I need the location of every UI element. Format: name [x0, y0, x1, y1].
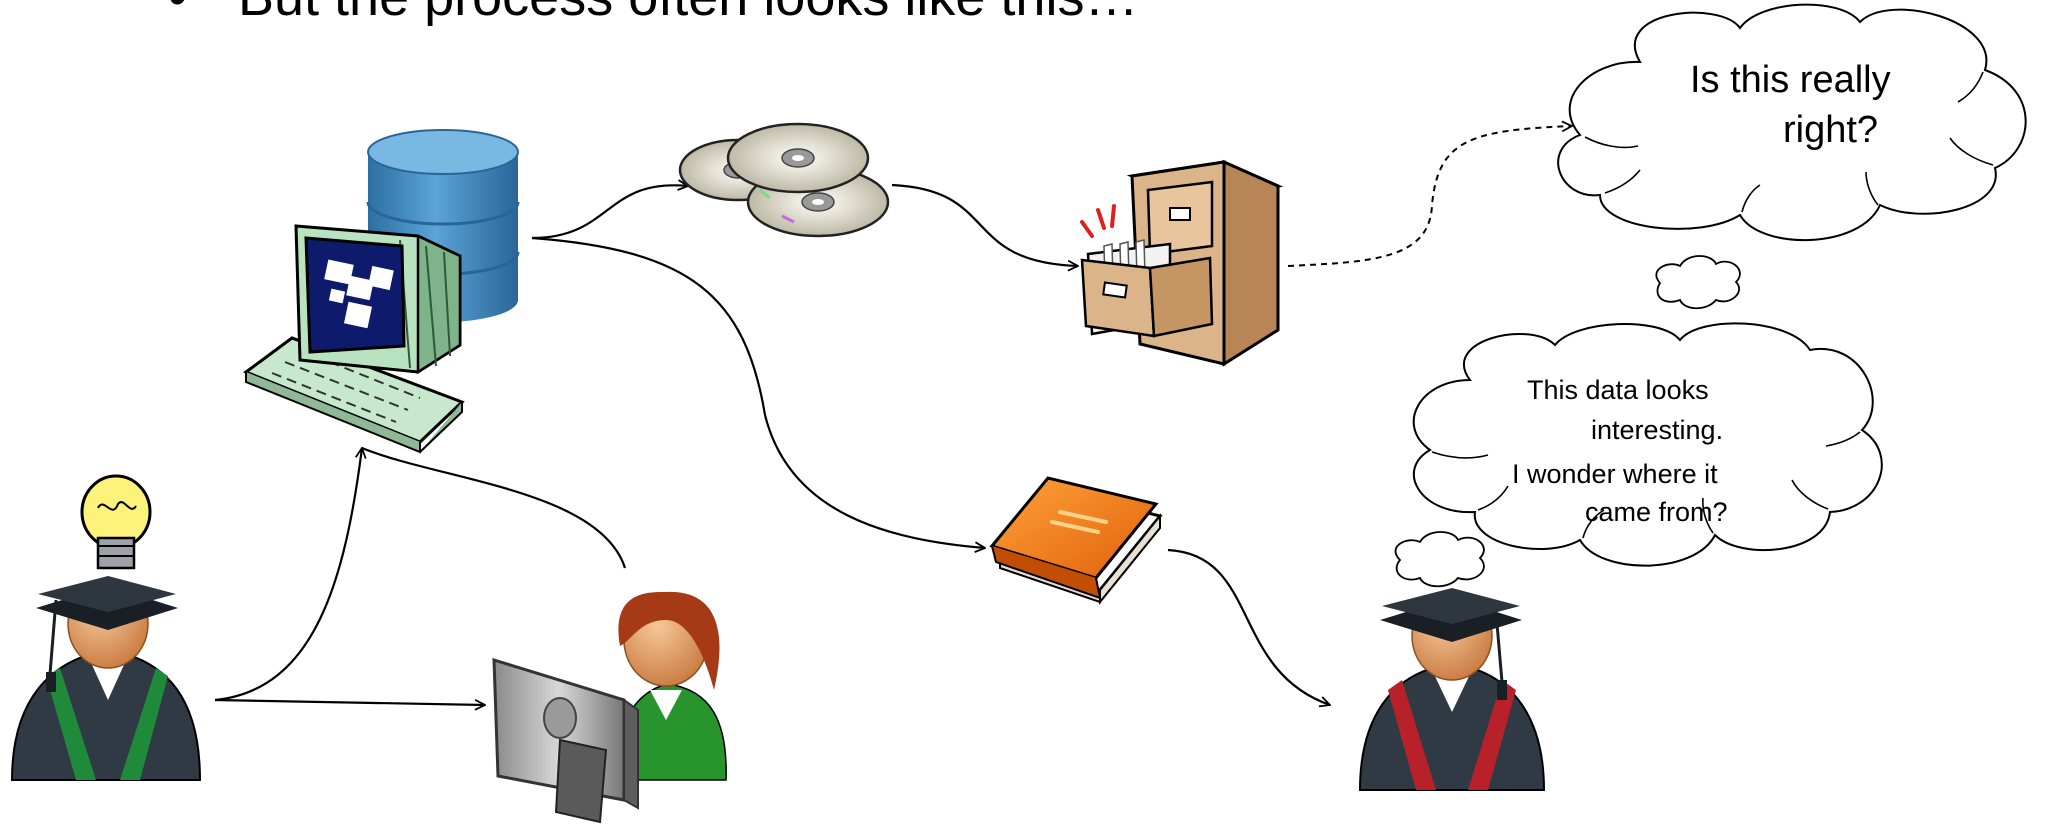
thought-lower-line1: This data looks — [1527, 375, 1709, 405]
arrow-computer-to-book — [532, 238, 985, 548]
small-thought-puff-lower — [1395, 532, 1483, 586]
thought-cloud-lower: This data looks interesting. I wonder wh… — [1414, 323, 1882, 565]
thought-top-line1: Is this really — [1690, 59, 1891, 101]
desktop-computer-icon — [246, 226, 462, 452]
cd-discs-icon — [680, 124, 888, 236]
thought-cloud-top: Is this really right? — [1558, 5, 2025, 241]
thought-top-line2: right? — [1783, 109, 1878, 151]
thought-lower-line4: came from? — [1585, 497, 1728, 527]
arrow-computer-to-cds — [532, 185, 688, 238]
second-researcher-icon — [1360, 588, 1544, 790]
lightbulb-icon — [82, 476, 150, 568]
filing-cabinet-icon — [1082, 162, 1278, 364]
thought-lower-line3: I wonder where it — [1512, 459, 1718, 489]
dashed-arrow-cabinet-to-thought — [1288, 126, 1572, 266]
book-icon — [992, 478, 1160, 602]
thought-lower-line2: interesting. — [1591, 415, 1723, 445]
technician-at-computer-icon — [494, 592, 726, 822]
arrow-book-to-researcher — [1168, 550, 1330, 705]
line-technician-to-computer — [362, 448, 625, 568]
arrow-researcher-to-technician — [215, 700, 485, 705]
arrow-cds-to-cabinet — [892, 185, 1078, 266]
arrow-researcher-to-computer — [215, 448, 362, 700]
small-thought-puff-upper — [1656, 256, 1740, 308]
researcher-with-idea-icon — [12, 476, 200, 780]
